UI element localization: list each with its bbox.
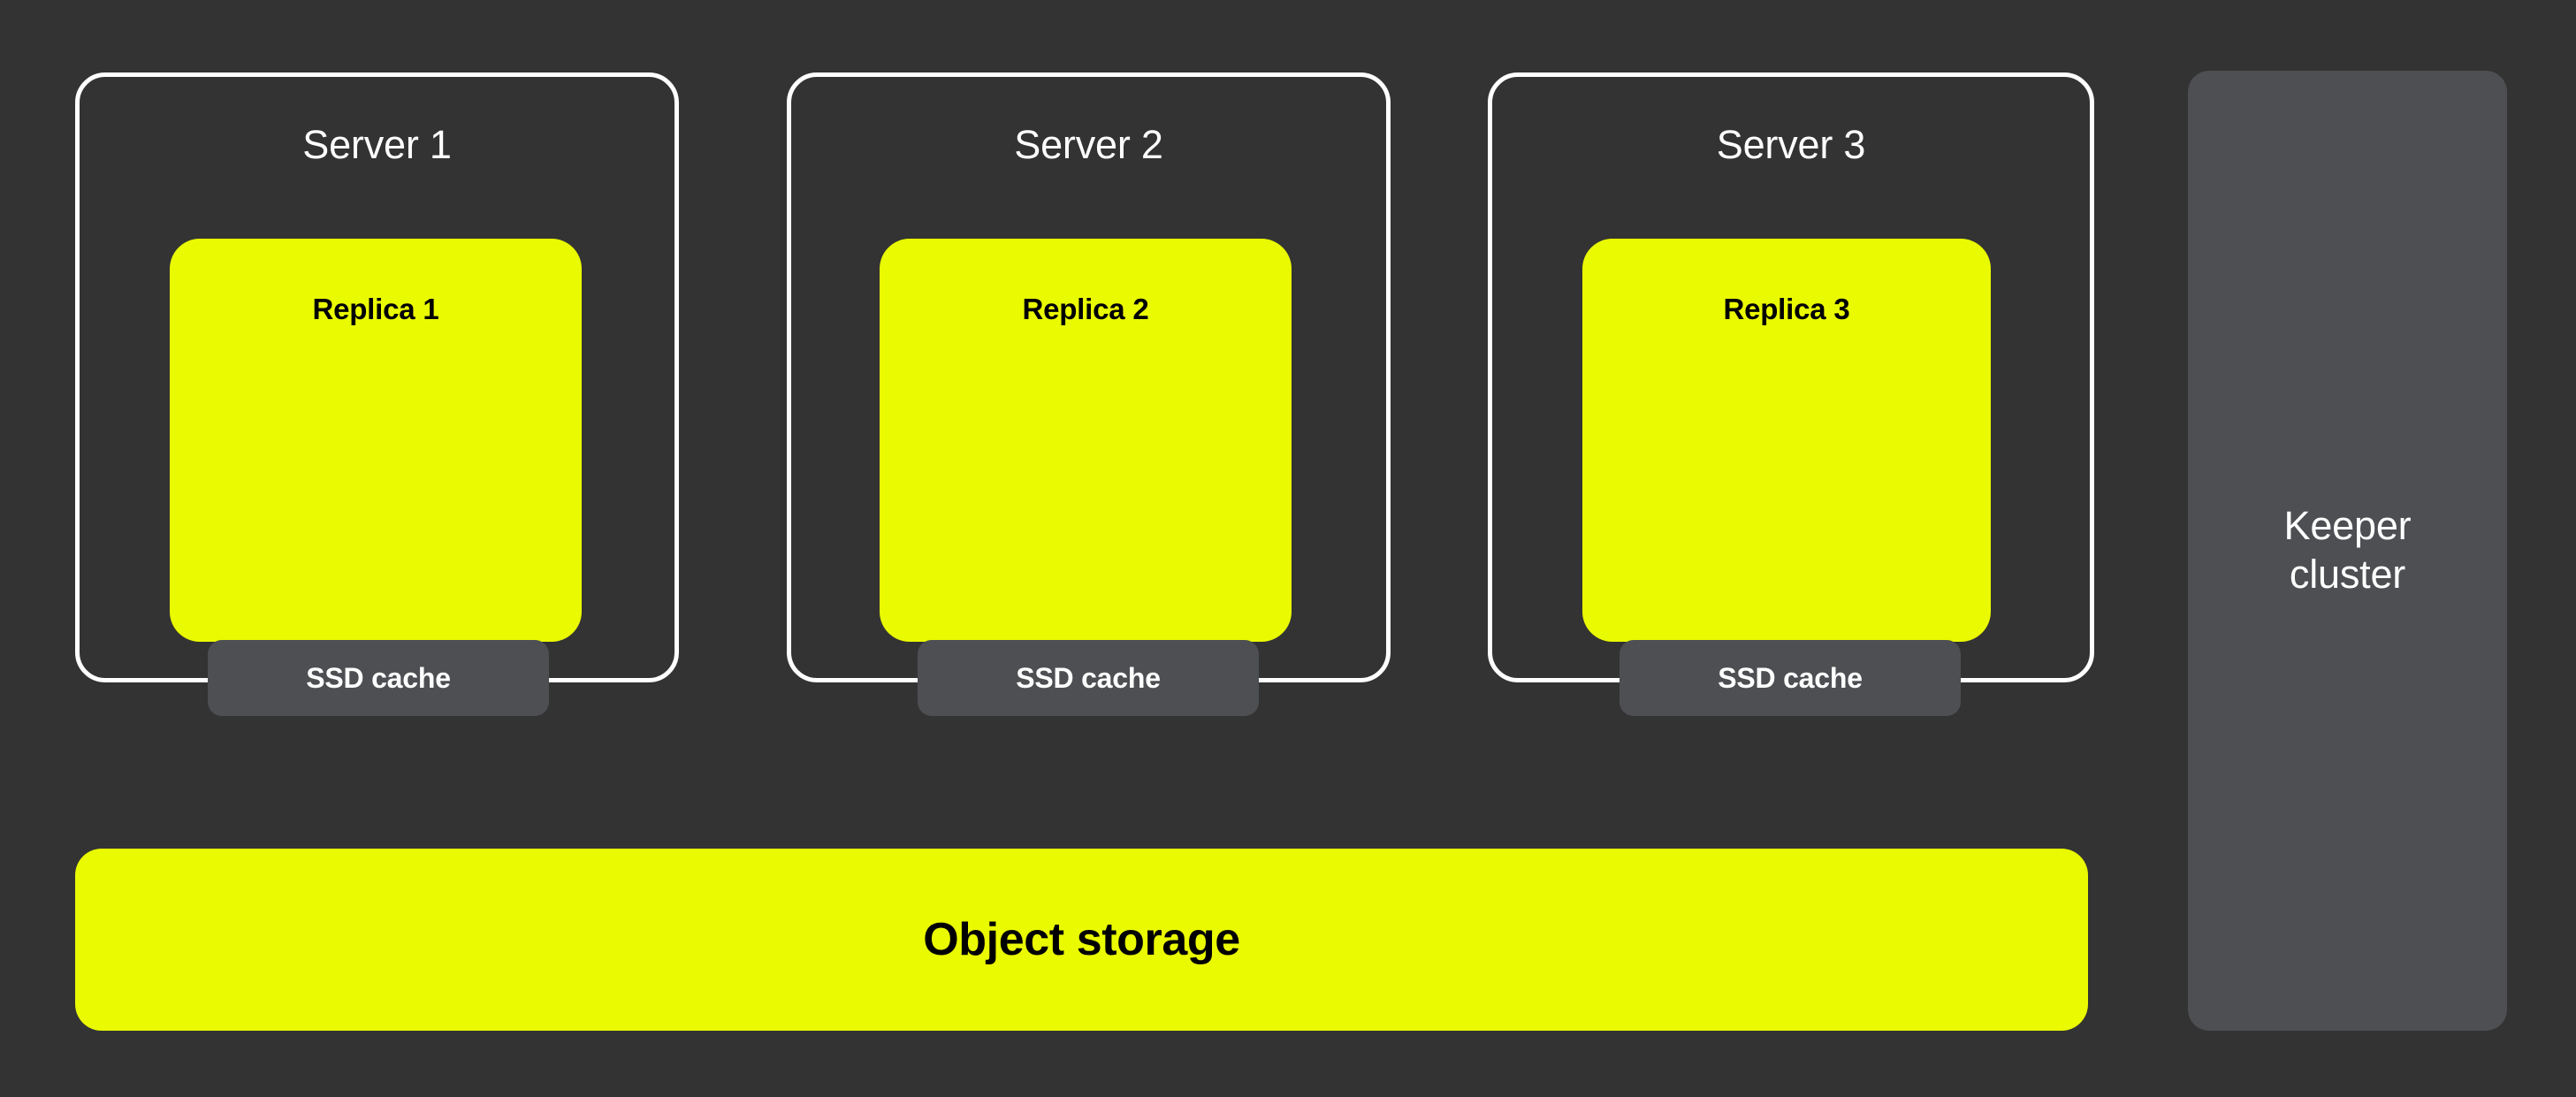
object-storage-label: Object storage [923,914,1240,965]
replica-block-3: Replica 3 [1582,239,1991,642]
server-title-1: Server 1 [302,122,452,167]
server-title-3: Server 3 [1716,122,1866,167]
replica-block-2: Replica 2 [880,239,1292,642]
ssd-cache-label-2: SSD cache [1016,662,1161,694]
server-title-2: Server 2 [1014,122,1163,167]
ssd-cache-1: SSD cache [208,640,549,716]
replica-block-1: Replica 1 [170,239,582,642]
keeper-cluster-block: Keeper cluster [2188,71,2507,1031]
ssd-cache-label-1: SSD cache [306,662,451,694]
ssd-cache-2: SSD cache [918,640,1259,716]
ssd-cache-label-3: SSD cache [1718,662,1863,694]
keeper-cluster-label: Keeper cluster [2283,503,2412,597]
ssd-cache-3: SSD cache [1620,640,1961,716]
object-storage-block: Object storage [75,849,2088,1031]
replica-label-2: Replica 2 [1022,293,1149,325]
replica-label-1: Replica 1 [312,293,439,325]
replica-label-3: Replica 3 [1723,293,1850,325]
